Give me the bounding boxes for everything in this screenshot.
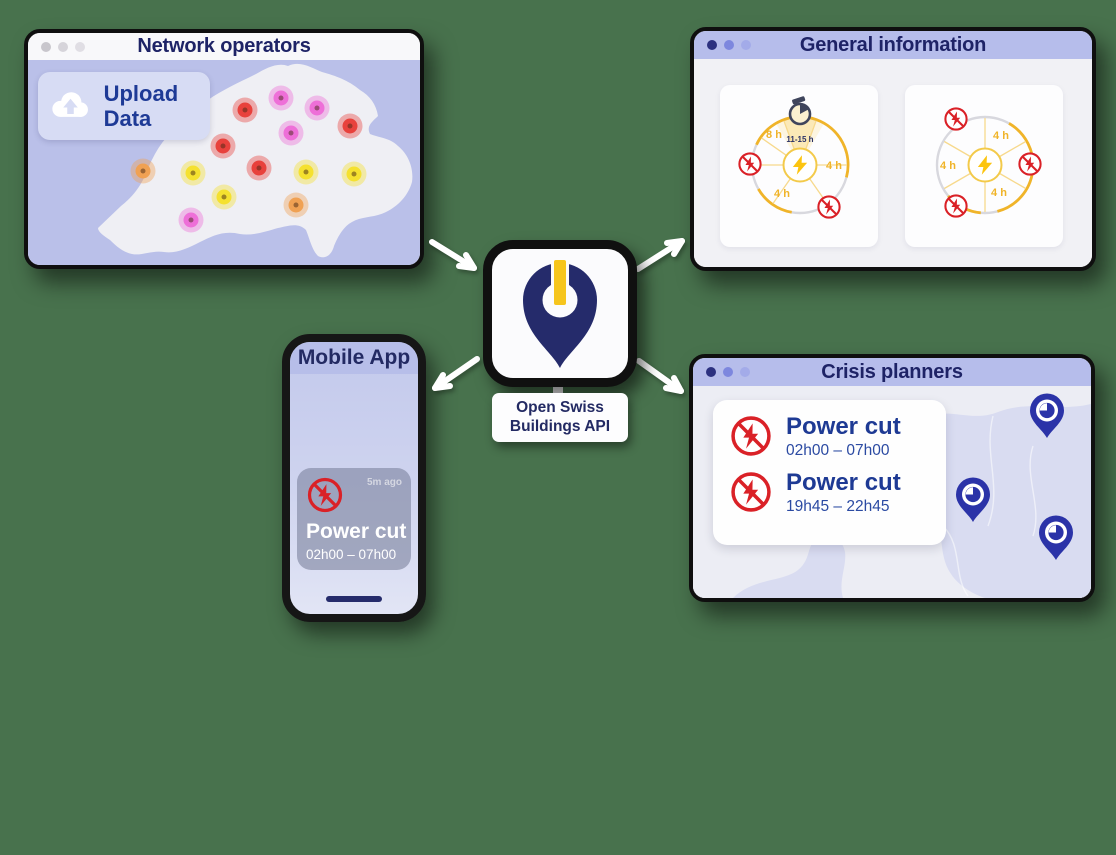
operator-dot-red [215, 138, 231, 154]
svg-text:4 h: 4 h [991, 187, 1007, 199]
window-titlebar: Network operators [28, 33, 420, 60]
alert-title: Power cut [786, 413, 901, 440]
svg-text:8 h: 8 h [766, 129, 782, 141]
outage-clock-chart-right: 4 h 4 h 4 h [935, 107, 1042, 218]
timer-clock-icon [788, 96, 812, 126]
window-control-dots[interactable] [706, 367, 750, 377]
arrow-api-to-general [635, 238, 685, 272]
operator-dot-yellow [346, 166, 362, 182]
no-power-icon [738, 152, 762, 176]
mobile-app-title: Mobile App [297, 346, 411, 369]
operator-dots-layer [28, 60, 420, 265]
alert-time-range: 02h00 – 07h00 [786, 442, 890, 460]
operator-dot-pink [283, 125, 299, 141]
no-power-icon [944, 194, 968, 218]
window-titlebar: Crisis planners [693, 358, 1091, 386]
window-control-dots[interactable] [707, 40, 751, 50]
arrow-operators-to-api [429, 239, 477, 271]
window-title: General information [799, 33, 987, 56]
operator-dot-orange [288, 197, 304, 213]
crisis-map-body: Power cut 02h00 – 07h00 Power cut 19h45 … [693, 386, 1091, 598]
cloud-upload-icon [52, 92, 88, 117]
upload-data-button[interactable]: Upload Data [38, 72, 210, 140]
alert-title: Power cut [786, 469, 901, 497]
operator-dot-red [237, 102, 253, 118]
window-dot[interactable] [740, 367, 750, 377]
alert-time-range: 19h45 – 22h45 [786, 498, 890, 516]
clock-pin-icon[interactable] [1028, 393, 1066, 439]
no-power-icon [731, 416, 771, 456]
mobile-app-header: Mobile App [290, 342, 418, 374]
api-logo-box [483, 240, 637, 387]
operator-dot-pink [309, 100, 325, 116]
operator-dot-red [342, 118, 358, 134]
window-dot[interactable] [41, 41, 51, 52]
operators-map-body: Upload Data [28, 60, 420, 265]
window-dot[interactable] [706, 367, 716, 377]
arrow-api-to-crisis [636, 358, 684, 394]
window-dot[interactable] [724, 40, 734, 50]
clock-pin-icon[interactable] [1037, 515, 1075, 561]
api-label-connector [553, 380, 563, 396]
window-dot[interactable] [723, 367, 733, 377]
window-titlebar: General information [694, 31, 1092, 59]
api-label: Open Swiss Buildings API [492, 393, 628, 442]
operator-dot-orange [135, 163, 151, 179]
crisis-planners-window: Crisis planners [689, 354, 1095, 602]
window-dot[interactable] [58, 41, 68, 52]
svg-text:11-15 h: 11-15 h [786, 135, 813, 144]
no-power-icon [731, 472, 771, 512]
window-dot[interactable] [75, 41, 85, 52]
home-indicator[interactable] [326, 596, 382, 602]
no-power-icon [1018, 152, 1042, 176]
power-cut-alerts-card: Power cut 02h00 – 07h00 Power cut 19h45 … [713, 400, 946, 545]
outage-schedule-card-right: 4 h 4 h 4 h [905, 85, 1063, 247]
svg-text:4 h: 4 h [826, 160, 842, 172]
operator-dot-yellow [298, 164, 314, 180]
clock-pin-icon[interactable] [954, 477, 992, 523]
operator-dot-yellow [216, 189, 232, 205]
upload-data-label: Upload Data [103, 80, 179, 131]
general-information-window: General information [690, 27, 1096, 271]
svg-text:4 h: 4 h [940, 160, 956, 172]
general-info-body: 8 h 4 h 4 h 11-15 h [694, 59, 1092, 267]
network-operators-window: Network operators Upload Data [24, 29, 424, 269]
window-control-dots[interactable] [41, 41, 85, 52]
outage-schedule-card-left: 8 h 4 h 4 h 11-15 h [720, 85, 878, 247]
window-dot[interactable] [741, 40, 751, 50]
alert-row: Power cut 02h00 – 07h00 [729, 414, 930, 460]
power-cut-notification[interactable]: 5m ago Power cut 02h00 – 07h00 [297, 468, 411, 570]
power-pin-logo [523, 258, 597, 368]
notification-timestamp: 5m ago [366, 477, 402, 488]
window-title: Crisis planners [821, 360, 963, 383]
operator-dot-pink [273, 90, 289, 106]
svg-text:4 h: 4 h [774, 188, 790, 200]
api-label-line1: Open Swiss [516, 399, 604, 417]
operator-dot-pink [183, 212, 199, 228]
alert-row: Power cut 19h45 – 22h45 [729, 470, 930, 516]
no-power-icon [307, 477, 343, 513]
notification-title: Power cut [306, 520, 407, 543]
mobile-app-phone: Mobile App 5m ago Power cut 02h00 – 07h0… [282, 334, 426, 622]
operator-dot-red [251, 160, 267, 176]
window-dot[interactable] [707, 40, 717, 50]
window-title: Network operators [137, 35, 311, 57]
no-power-icon [944, 107, 968, 131]
svg-text:4 h: 4 h [993, 130, 1009, 142]
outage-clock-chart-left: 8 h 4 h 4 h 11-15 h [738, 96, 850, 219]
arrow-api-to-mobile [432, 356, 480, 391]
notification-time-range: 02h00 – 07h00 [306, 547, 397, 562]
api-label-line2: Buildings API [509, 417, 611, 435]
operator-dot-yellow [185, 165, 201, 181]
no-power-icon [817, 195, 841, 219]
